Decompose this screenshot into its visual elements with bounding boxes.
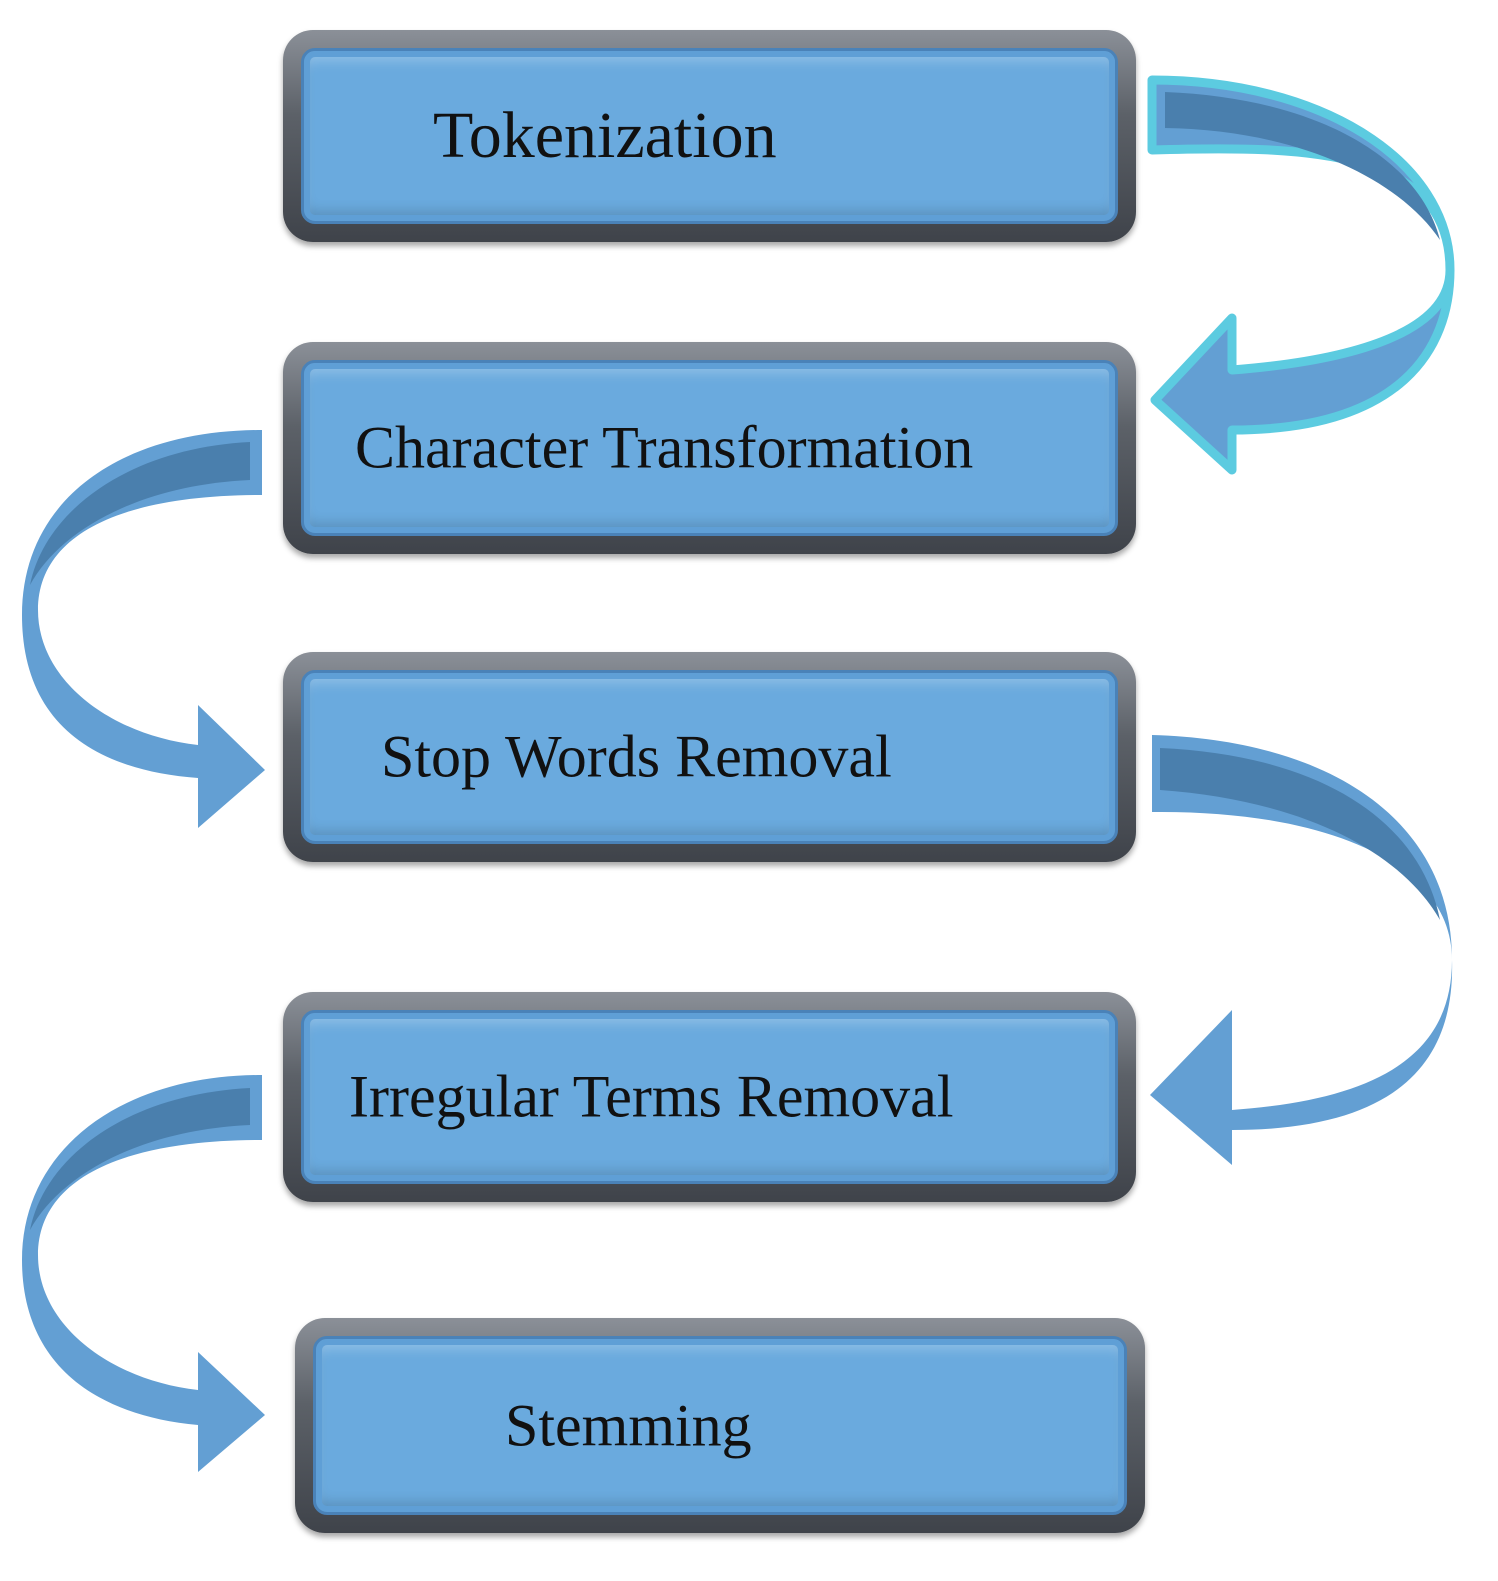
arrow-stop-words-removal-to-irregular-terms-removal xyxy=(1150,735,1453,1165)
step-stop-words-removal-label: Stop Words Removal xyxy=(381,723,892,790)
step-stemming: Stemming xyxy=(295,1318,1145,1533)
step-irregular-terms-removal-label: Irregular Terms Removal xyxy=(349,1063,954,1130)
step-character-transformation-panel xyxy=(301,360,1118,536)
step-tokenization-panel xyxy=(301,48,1118,224)
arrow-tokenization-to-character-transformation xyxy=(1147,75,1455,475)
step-stemming-label: Stemming xyxy=(505,1392,752,1458)
arrow-character-transformation-to-stop-words-removal xyxy=(22,430,265,828)
step-irregular-terms-removal-panel xyxy=(301,1010,1118,1184)
step-character-transformation-label: Character Transformation xyxy=(355,414,974,481)
step-stop-words-removal-panel xyxy=(301,670,1118,844)
arrow-irregular-terms-removal-to-stemming xyxy=(22,1075,265,1472)
step-character-transformation: Character Transformation xyxy=(283,342,1136,554)
step-stop-words-removal: Stop Words Removal xyxy=(283,652,1136,862)
step-tokenization: Tokenization xyxy=(283,30,1136,242)
step-irregular-terms-removal: Irregular Terms Removal xyxy=(283,992,1136,1202)
step-tokenization-label: Tokenization xyxy=(433,99,777,172)
step-stemming-panel xyxy=(313,1336,1127,1515)
